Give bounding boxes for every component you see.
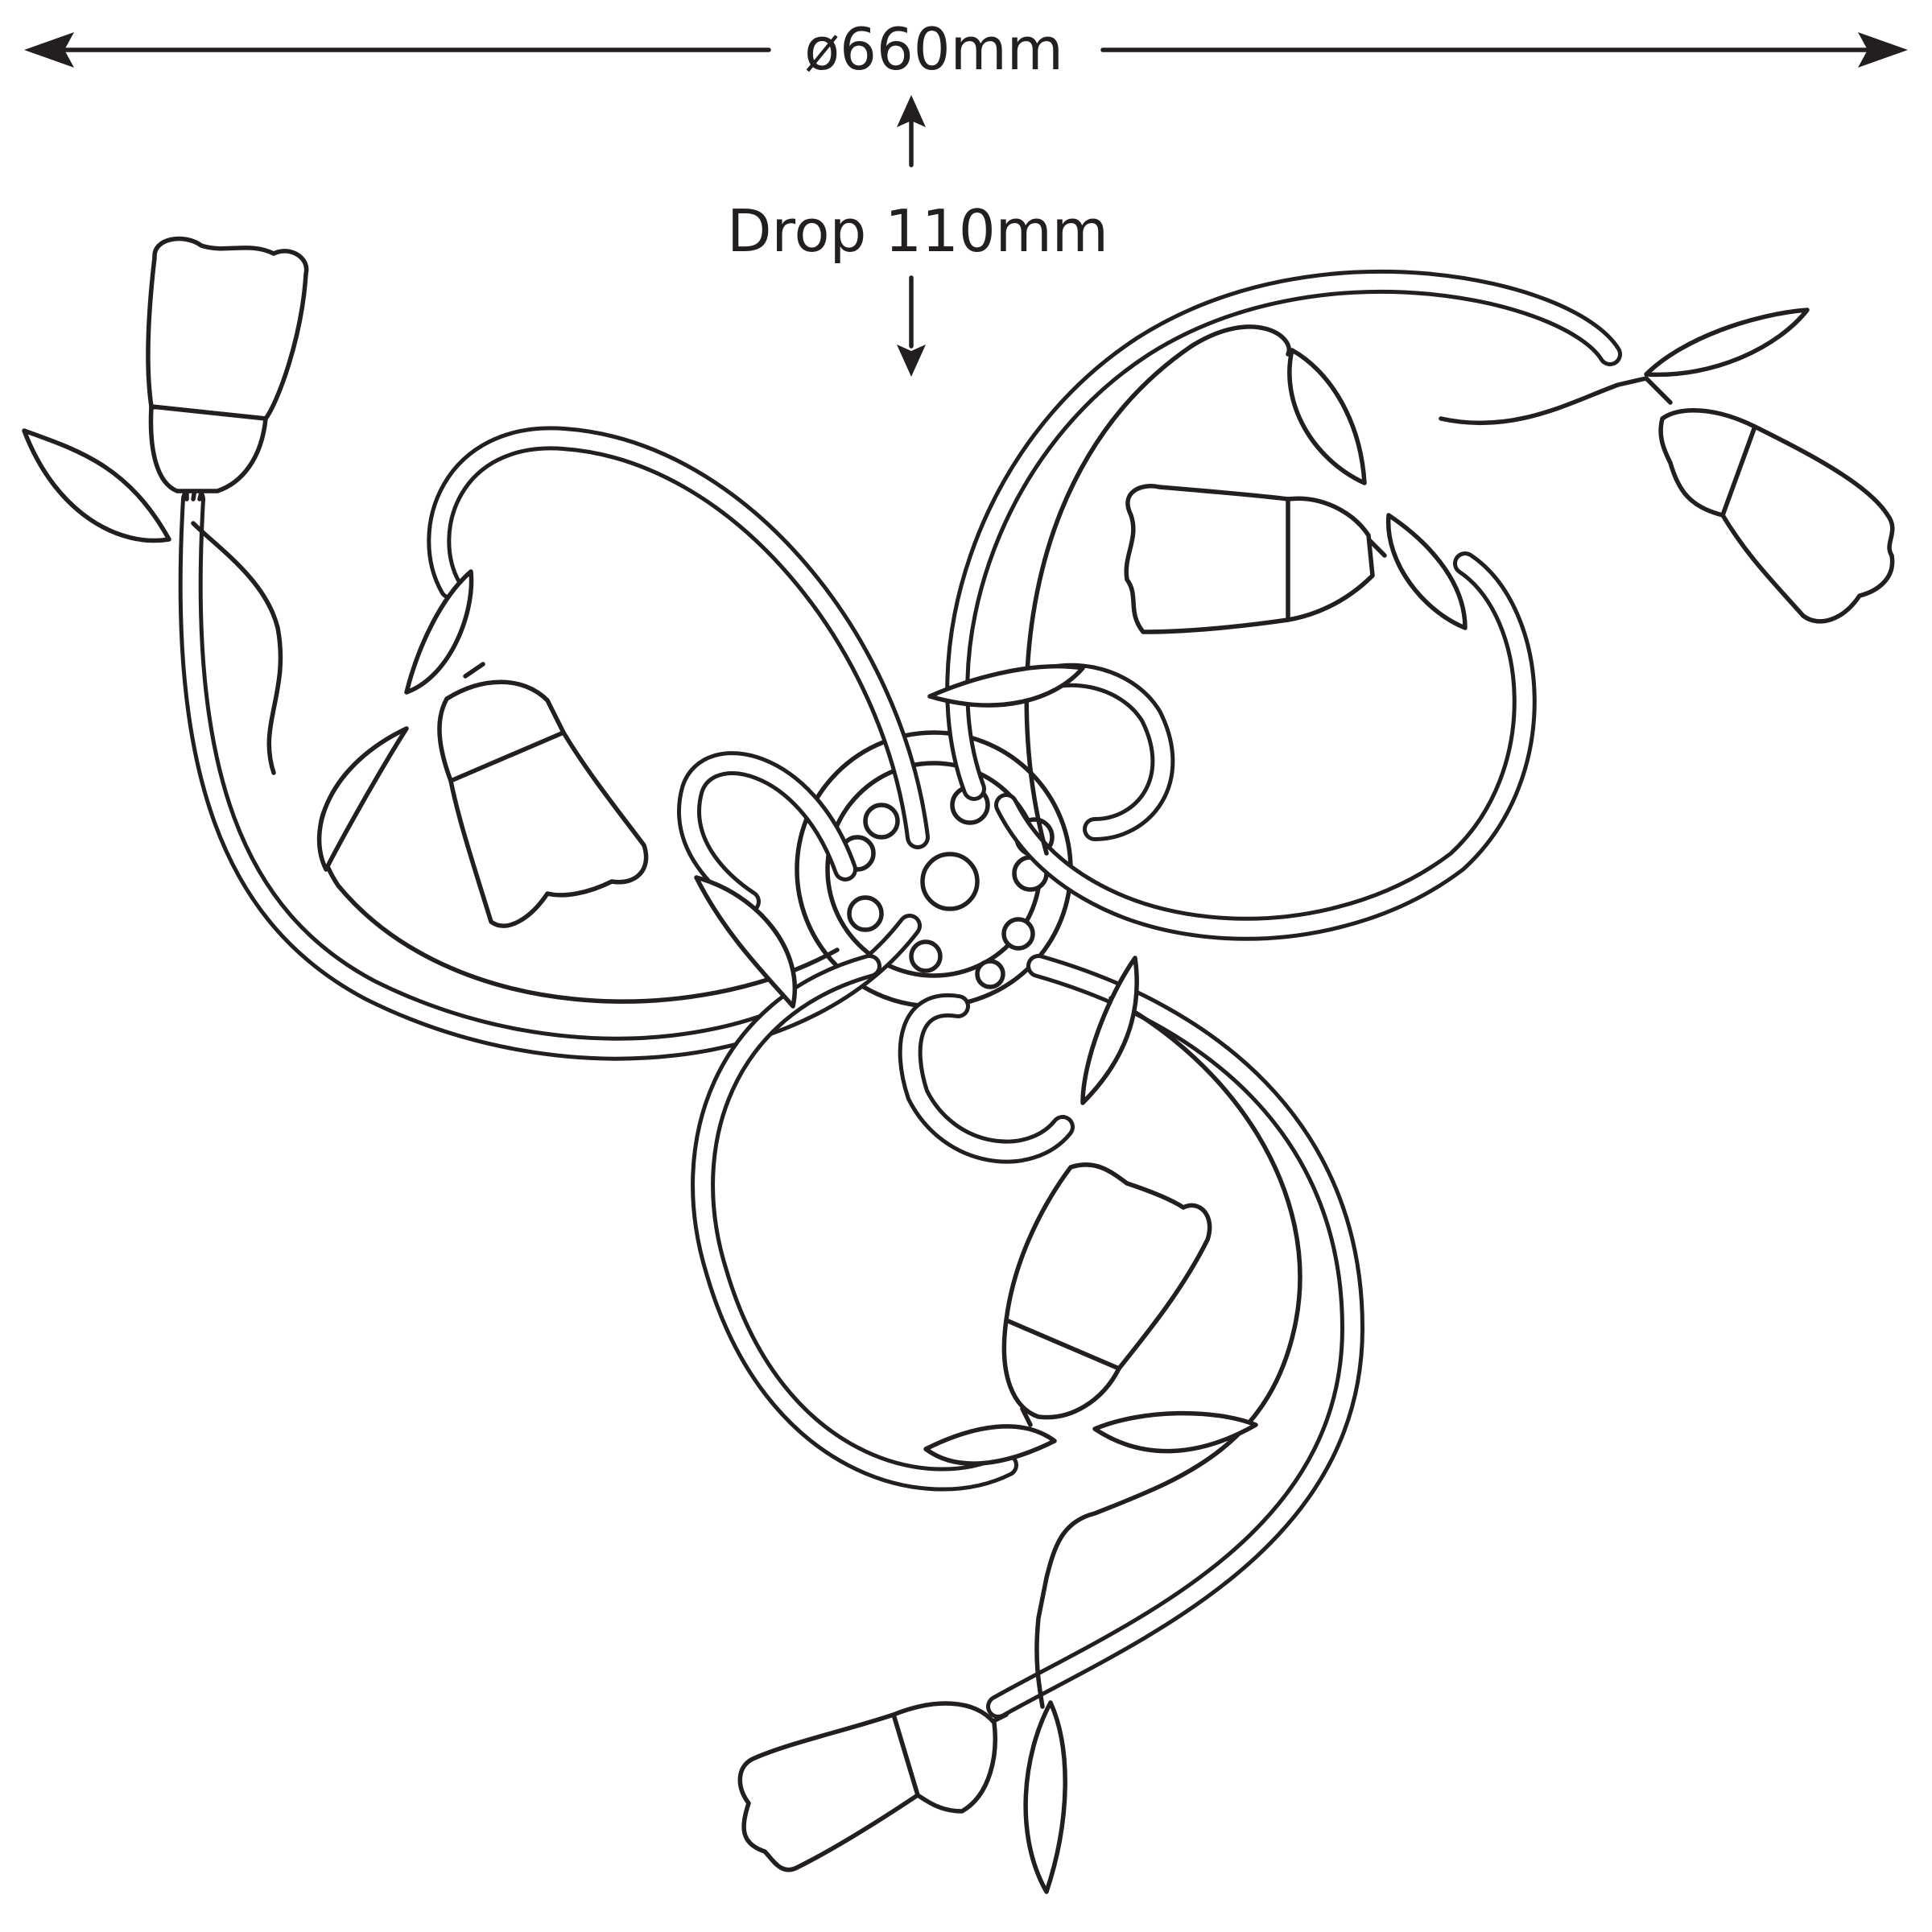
diameter-label: ø660mm <box>804 15 1063 83</box>
shade-top-left <box>146 236 309 502</box>
leaf-1 <box>22 428 171 543</box>
leaf-9 <box>1080 956 1139 1105</box>
leaf-5 <box>927 664 1085 708</box>
arm-bottom <box>691 954 1364 1719</box>
leaf-10 <box>923 1424 1057 1466</box>
leaf-4 <box>694 875 797 1009</box>
diameter-dimension: ø660mm <box>24 15 1908 83</box>
diameter-arrow-right-icon <box>1858 32 1908 68</box>
drop-arrow-up-icon <box>897 95 926 127</box>
shade-inner-left <box>437 662 649 928</box>
shade-inner-right <box>1124 484 1387 634</box>
leaf-3 <box>404 569 474 695</box>
leaf-6 <box>1287 348 1367 485</box>
leaf-11 <box>1092 1410 1258 1454</box>
shade-inner-bottom <box>1001 1162 1212 1427</box>
shade-bottom <box>737 1701 1009 1872</box>
leaf-12 <box>1023 1700 1067 1894</box>
drop-label: Drop 110mm <box>727 197 1108 265</box>
drop-arrow-down-icon <box>897 345 926 377</box>
leaves <box>22 308 1810 1894</box>
shade-top-right <box>1644 376 1895 624</box>
diameter-arrow-left-icon <box>24 32 74 68</box>
leaf-8 <box>1644 308 1810 378</box>
leaf-7 <box>1386 513 1468 630</box>
drop-dimension: Drop 110mm <box>727 95 1108 377</box>
leaf-2 <box>316 726 409 872</box>
